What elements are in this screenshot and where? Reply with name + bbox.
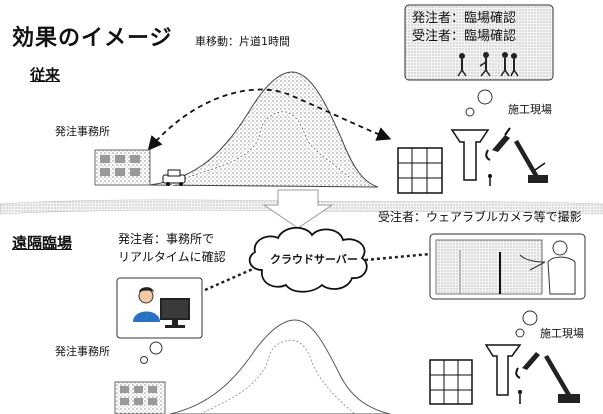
bubble-line-contractor: 受注者：臨場確認 bbox=[412, 29, 517, 44]
thought-circle-office-2 bbox=[140, 356, 148, 364]
heading-remote: 遠隔臨場 bbox=[12, 234, 73, 252]
cloud-server bbox=[248, 226, 368, 293]
car-icon bbox=[162, 169, 186, 186]
link-cloud-camera bbox=[364, 252, 431, 262]
office-label-top: 発注事務所 bbox=[55, 125, 110, 138]
transition-arrow bbox=[262, 189, 334, 229]
cloud-label: クラウドサーバー bbox=[270, 253, 358, 266]
thought-circle-small bbox=[465, 107, 475, 117]
page-title: 効果のイメージ bbox=[12, 26, 173, 51]
mountain-top bbox=[149, 71, 379, 188]
camera-view-box bbox=[429, 233, 586, 300]
site-label-bottom: 施工現場 bbox=[540, 327, 584, 340]
inspection-bubble bbox=[404, 4, 554, 81]
office-building-bottom bbox=[114, 381, 166, 414]
site-label-top: 施工現場 bbox=[508, 103, 552, 116]
office-note-line-1: 発注者：事務所で bbox=[118, 232, 215, 246]
mountain-bottom bbox=[169, 319, 391, 414]
travel-arrow bbox=[147, 88, 392, 151]
camera-note: 受注者：ウェアラブルカメラ等で撮影 bbox=[378, 210, 582, 224]
office-building-top bbox=[94, 149, 151, 186]
construction-site-bottom bbox=[429, 344, 580, 405]
bubble-line-orderer: 発注者：臨場確認 bbox=[412, 11, 517, 26]
thought-circle-office-1 bbox=[149, 341, 163, 355]
office-label-bottom: 発注事務所 bbox=[55, 345, 110, 358]
workers-icon bbox=[457, 52, 519, 77]
travel-note: 車移動：片道1時間 bbox=[195, 35, 290, 48]
heading-conventional: 従来 bbox=[30, 66, 61, 84]
office-note-line-2: リアルタイムに確認 bbox=[118, 250, 226, 264]
office-monitor-box bbox=[116, 277, 203, 339]
thought-circle-large bbox=[477, 89, 493, 105]
construction-site-top bbox=[397, 127, 548, 194]
thought-circle-site-1 bbox=[522, 310, 538, 326]
link-office-cloud bbox=[204, 266, 256, 292]
thought-circle-site-2 bbox=[515, 328, 525, 338]
